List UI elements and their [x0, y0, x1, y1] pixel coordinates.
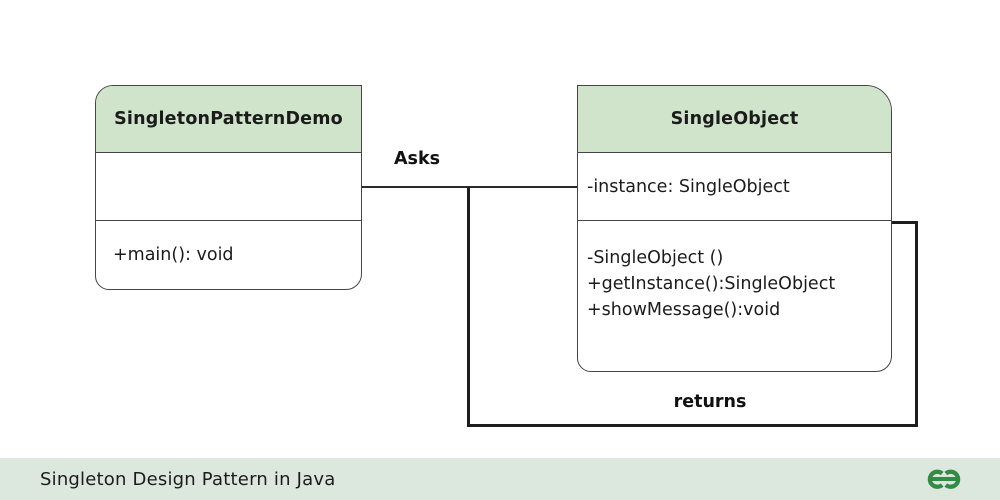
- return-line-right-segment: [915, 221, 918, 427]
- class-name: SingletonPatternDemo: [114, 109, 343, 129]
- method-label: +showMessage():void: [587, 300, 781, 320]
- method-label: +main(): void: [113, 245, 234, 265]
- association-label-asks: Asks: [394, 149, 441, 169]
- class-box-singletonpatterndemo: SingletonPatternDemo +main(): void: [95, 85, 362, 290]
- class-header-singletonpatterndemo: SingletonPatternDemo: [96, 86, 361, 153]
- footer-bar: Singleton Design Pattern in Java: [0, 458, 1000, 500]
- method-label: +getInstance():SingleObject: [587, 274, 836, 294]
- return-line-left-segment: [467, 187, 470, 427]
- method-label: -SingleObject (): [587, 248, 724, 268]
- class-header-singleobject: SingleObject: [578, 86, 891, 153]
- geeksforgeeks-logo-icon: [927, 469, 961, 489]
- class-attributes-section: -instance: SingleObject: [578, 153, 891, 221]
- attribute-label: -instance: SingleObject: [587, 176, 790, 197]
- class-methods-section: -SingleObject () +getInstance():SingleOb…: [578, 221, 891, 371]
- return-line-attach-segment: [892, 221, 915, 224]
- class-methods-section: +main(): void: [96, 221, 361, 289]
- class-name: SingleObject: [670, 109, 799, 129]
- return-line-bottom-segment: [467, 424, 918, 427]
- class-attributes-empty: [96, 153, 361, 221]
- footer-caption: Singleton Design Pattern in Java: [40, 468, 336, 490]
- return-label: returns: [673, 392, 747, 412]
- class-box-singleobject: SingleObject -instance: SingleObject -Si…: [577, 85, 892, 372]
